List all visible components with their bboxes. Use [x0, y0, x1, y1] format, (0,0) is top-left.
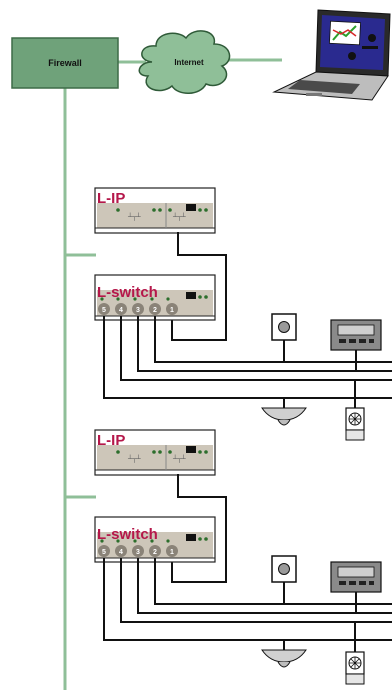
bus-lines: [103, 558, 392, 652]
lswitch-label: L-switch: [97, 526, 158, 543]
lip-switch-link: [171, 232, 227, 341]
lamp-fixture-icon: [345, 407, 365, 441]
display-panel-icon: [330, 319, 382, 351]
lip-label: L-IP: [97, 432, 125, 449]
port-label: 3: [136, 549, 140, 556]
internet-cloud: Internet: [138, 30, 231, 94]
port-label: 1: [170, 549, 174, 556]
svg-text:┴┬┴: ┴┬┴: [172, 454, 186, 463]
port-label: 4: [119, 307, 123, 314]
switch-ports: 5 4 3 2 1: [98, 303, 178, 315]
port-label: 3: [136, 307, 140, 314]
lip-module: ┴┬┴ ┴┬┴ L-IP: [94, 187, 216, 234]
firewall-node: Firewall: [11, 37, 119, 89]
switch-ports: 5 4 3 2 1: [98, 545, 178, 557]
lip-label: L-IP: [97, 190, 125, 207]
lswitch-label: L-switch: [97, 284, 158, 301]
ceiling-sensor-icon: [261, 649, 307, 668]
device-group-2: ┴┬┴ ┴┬┴ L-IP 5 4 3 2 1 L-s: [94, 429, 392, 685]
firewall-label: Firewall: [48, 58, 82, 68]
lswitch-module: 5 4 3 2 1 L-switch: [94, 274, 216, 321]
port-label: 2: [153, 549, 157, 556]
port-label: 1: [170, 307, 174, 314]
internet-label: Internet: [174, 58, 204, 67]
lip-switch-link: [171, 474, 227, 583]
port-label: 4: [119, 549, 123, 556]
svg-text:┴┬┴: ┴┬┴: [172, 212, 186, 221]
port-label: 5: [102, 549, 106, 556]
device-group-1: ┴┬┴ ┴┬┴ L-IP 5 4 3 2 1 L-s: [94, 187, 392, 441]
lip-module: ┴┬┴ ┴┬┴ L-IP: [94, 429, 216, 476]
lswitch-module: 5 4 3 2 1 L-switch: [94, 516, 216, 563]
lamp-fixture-icon: [345, 651, 365, 685]
ceiling-sensor-icon: [261, 407, 307, 426]
display-panel-icon: [330, 561, 382, 593]
network-lines: [63, 58, 282, 690]
port-label: 5: [102, 307, 106, 314]
wall-switch-icon: [271, 313, 297, 341]
svg-text:┴┬┴: ┴┬┴: [127, 212, 141, 221]
port-label: 2: [153, 307, 157, 314]
svg-text:┴┬┴: ┴┬┴: [127, 454, 141, 463]
laptop-icon: [272, 9, 391, 101]
bus-lines: [103, 316, 392, 410]
wall-switch-icon: [271, 555, 297, 583]
